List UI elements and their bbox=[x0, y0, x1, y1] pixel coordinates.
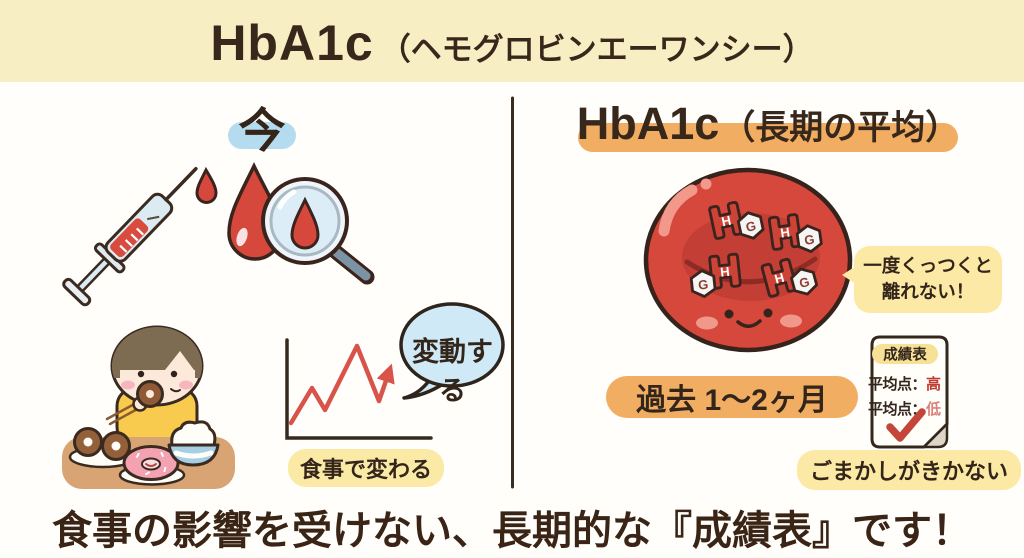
syringe-icon bbox=[62, 166, 198, 307]
glucose-letter: G bbox=[744, 218, 757, 235]
hemoglobin-glucose-pair-icon: H G bbox=[689, 252, 742, 298]
right-title-text: HbA1c （長期の平均） bbox=[512, 98, 1024, 150]
fluctuate-bubble-label: 変動する bbox=[412, 337, 493, 406]
right-title-sub: （長期の平均） bbox=[721, 109, 960, 147]
glucose-letter: G bbox=[697, 277, 709, 293]
report-card-icon: 成績表 平均点：高 平均点：低 bbox=[868, 335, 949, 449]
row-value-low: 低 bbox=[925, 400, 941, 418]
meal-change-caption: 食事で変わる bbox=[288, 449, 445, 487]
glucose-letter: G bbox=[797, 274, 811, 291]
banner-title: HbA1c bbox=[210, 15, 374, 71]
report-card-row: 平均点：低 bbox=[868, 400, 941, 418]
callout-line-2: 離れない！ bbox=[881, 281, 975, 303]
right-section-title: HbA1c （長期の平均） bbox=[512, 90, 1024, 154]
callout-line-1: 一度くっつくと bbox=[863, 255, 993, 276]
magnifying-glass-icon bbox=[261, 177, 375, 285]
row-value-high: 高 bbox=[926, 375, 941, 393]
red-blood-cell-icon: H G H G H G H G bbox=[643, 167, 853, 353]
banner-subtitle: （ヘモグロビンエーワンシー） bbox=[379, 32, 814, 67]
no-cheating-label: ごまかしがきかない bbox=[797, 450, 1022, 490]
hemoglobin-letter: H bbox=[779, 224, 790, 240]
title-banner: HbA1c （ヘモグロビンエーワンシー） bbox=[0, 0, 1024, 82]
orange-highlight bbox=[578, 123, 958, 152]
speech-bubble-icon bbox=[399, 302, 505, 400]
hemoglobin-letter: H bbox=[720, 264, 731, 280]
row-label: 平均点： bbox=[868, 400, 926, 418]
glucose-letter: G bbox=[803, 232, 815, 248]
now-highlight bbox=[228, 122, 296, 149]
hemoglobin-letter: H bbox=[773, 270, 786, 287]
hemoglobin-letter: H bbox=[720, 213, 732, 230]
banner-title-group: HbA1c （ヘモグロビンエーワンシー） bbox=[210, 14, 813, 72]
report-card-row: 平均点：高 bbox=[868, 375, 941, 393]
small-blood-drop-icon bbox=[195, 166, 218, 204]
footer-message: 食事の影響を受けない、長期的な『成績表』です！ bbox=[52, 509, 972, 553]
period-label: 過去 1〜2ヶ月 bbox=[606, 376, 858, 418]
child-eating-donuts-icon bbox=[62, 325, 235, 489]
hemoglobin-glucose-pair-icon: H G bbox=[767, 213, 823, 253]
hemoglobin-glucose-pair-icon: H G bbox=[708, 201, 765, 240]
sticks-forever-callout: 一度くっつくと 離れない！ bbox=[842, 246, 1002, 313]
now-label: 今 bbox=[238, 104, 286, 157]
right-title-main: HbA1c bbox=[576, 98, 720, 149]
report-card-title: 成績表 bbox=[883, 346, 927, 364]
fluctuating-line-chart-icon bbox=[285, 338, 433, 440]
checkmark-icon bbox=[886, 408, 926, 442]
row-label: 平均点： bbox=[868, 375, 926, 393]
hemoglobin-glucose-pair-icon: H G bbox=[760, 257, 819, 298]
